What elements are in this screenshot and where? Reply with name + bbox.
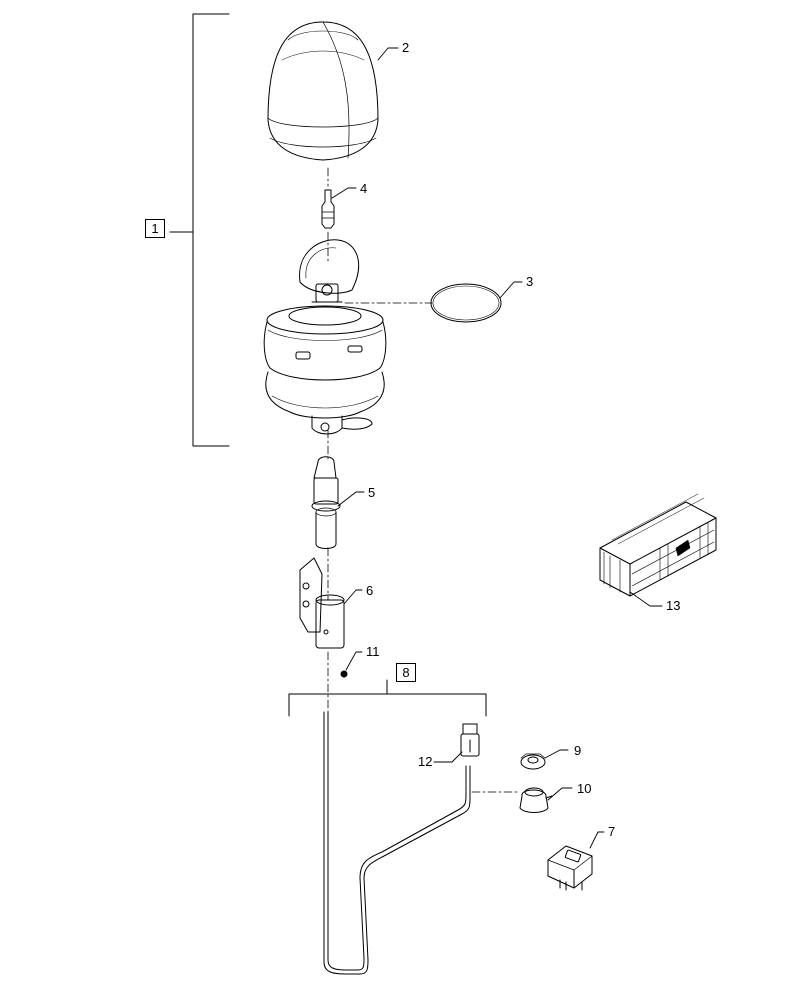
bulb	[321, 189, 335, 229]
grommet	[519, 787, 553, 813]
leader-lines	[331, 47, 663, 849]
shipping-crate	[599, 493, 717, 597]
callout-1: 1	[145, 219, 165, 238]
assembly-bracket-1	[169, 13, 230, 447]
beacon-lens-dome	[267, 21, 379, 161]
o-ring	[430, 283, 502, 323]
set-screw	[340, 670, 348, 678]
callout-6: 6	[366, 583, 374, 598]
callout-13: 13	[666, 598, 681, 613]
assembly-bracket-8	[288, 679, 487, 717]
callout-8: 8	[396, 663, 416, 682]
mounting-pin	[311, 456, 341, 549]
callout-7: 7	[608, 824, 616, 839]
callout-3: 3	[526, 274, 534, 289]
callout-2: 2	[402, 40, 410, 55]
mounting-bracket	[299, 557, 345, 649]
rocker-switch	[547, 845, 593, 891]
wiring-harness	[323, 711, 471, 975]
switch-nut	[520, 753, 546, 770]
callout-4: 4	[360, 181, 368, 196]
callout-5: 5	[368, 485, 376, 500]
harness-connector	[460, 723, 480, 757]
callout-9: 9	[574, 743, 582, 758]
beacon-base	[263, 239, 387, 435]
callout-11: 11	[366, 644, 380, 659]
center-axis	[327, 167, 521, 793]
callout-10: 10	[577, 781, 592, 796]
callout-12: 12	[418, 754, 433, 769]
